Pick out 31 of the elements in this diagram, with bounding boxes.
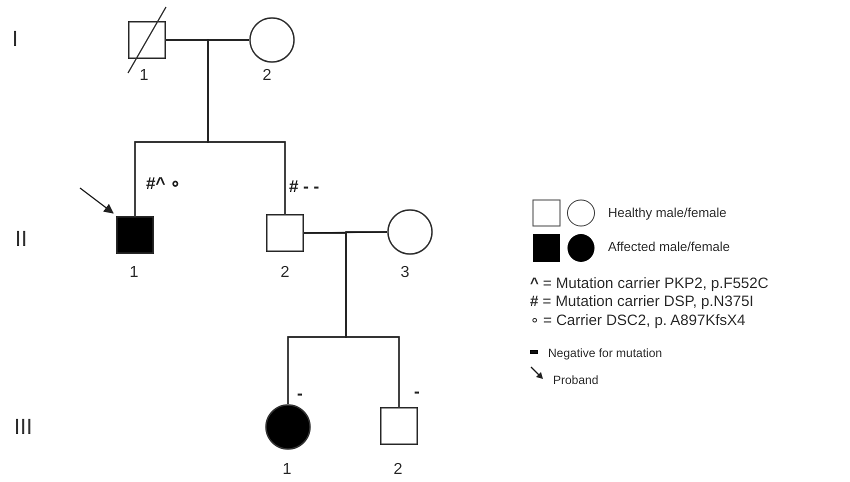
female-circle xyxy=(265,404,311,450)
genotype-marks: # - - xyxy=(289,178,320,194)
genotype-marks: #^ ∘ xyxy=(146,174,182,192)
legend-note: # = Mutation carrier DSP, p.N375I xyxy=(530,294,754,309)
male-square xyxy=(380,407,418,445)
legend-note: ^ = Mutation carrier PKP2, p.F552C xyxy=(530,276,768,291)
individual-number: 1 xyxy=(140,68,148,84)
generation-label: III xyxy=(14,416,32,438)
individual-number: 1 xyxy=(282,462,292,478)
legend-text: Negative for mutation xyxy=(548,347,662,359)
female-circle xyxy=(387,209,433,255)
descent-line xyxy=(345,231,400,407)
generation-label: I xyxy=(12,28,18,50)
generation-label: II xyxy=(15,228,28,250)
male-square xyxy=(266,214,304,252)
descent-line xyxy=(207,39,286,214)
individual-number: 3 xyxy=(400,265,410,281)
legend-note: ∘ = Carrier DSC2, p. A897KfsX4 xyxy=(530,313,746,328)
legend-text: Proband xyxy=(553,374,598,386)
legend-text: Affected male/female xyxy=(608,240,730,253)
genotype-marks: - xyxy=(414,382,420,400)
male-square xyxy=(116,216,154,254)
legend-text: Healthy male/female xyxy=(608,206,726,219)
individual-number: 2 xyxy=(262,68,272,84)
individual-number: 2 xyxy=(280,265,290,281)
female-circle xyxy=(249,17,295,63)
individual-number: 2 xyxy=(394,462,402,478)
individual-number: 1 xyxy=(130,265,138,281)
male-square xyxy=(128,21,166,59)
proband-arrow xyxy=(80,187,114,214)
genotype-marks: - xyxy=(297,384,303,402)
